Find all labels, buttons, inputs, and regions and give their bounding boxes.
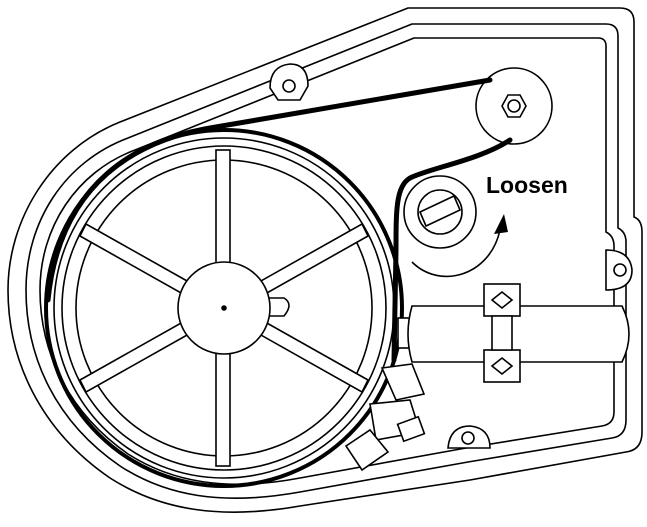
tape-pack-outer [44, 128, 404, 488]
spoke-bottom [215, 345, 231, 467]
guide-pin [396, 415, 426, 443]
housing-inner-line [39, 37, 615, 486]
housing-outline [7, 7, 643, 513]
housing-inner-rim [25, 23, 627, 500]
mount-hole-right [613, 263, 627, 277]
guide-block-upper [380, 363, 426, 401]
spoke-upper-left [78, 222, 198, 300]
roller-bolt-center [507, 99, 521, 113]
mount-hole-bottom [461, 431, 475, 445]
motor-body [407, 305, 630, 363]
spoke-lower-right [250, 316, 370, 394]
mount-hole-top [282, 79, 296, 93]
tape-path [45, 77, 513, 363]
clamp-bolt-bottom [490, 356, 514, 376]
spoke-lower-left [78, 316, 198, 394]
screw-slot [418, 194, 462, 228]
reel-flange-outer [61, 145, 387, 471]
spoke-top [215, 149, 231, 271]
curved-arrow-icon [494, 214, 508, 234]
loosen-label: Loosen [486, 172, 568, 198]
hub-center [221, 305, 227, 311]
loosen-arc [411, 229, 501, 278]
clamp-bolt-top [490, 290, 514, 310]
guide-foot [344, 428, 390, 472]
motor-clamp-band [491, 315, 513, 351]
spoke-upper-right [250, 222, 370, 300]
